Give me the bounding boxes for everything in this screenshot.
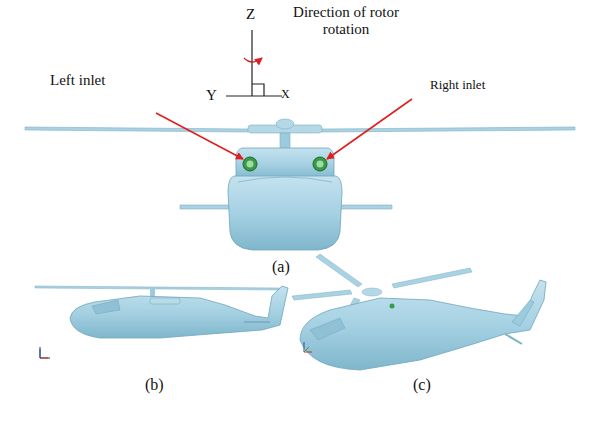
- axis-label: Z: [246, 6, 255, 23]
- subfigure-label: (a): [272, 258, 290, 276]
- annotation-text: Direction of rotor rotation: [288, 4, 404, 39]
- inlet-label: Right inlet: [430, 78, 485, 93]
- side-view: [35, 286, 288, 358]
- axis-label: X: [281, 88, 290, 102]
- perspective-view: [292, 254, 546, 370]
- axis-label: Y: [206, 87, 217, 104]
- subfigure-label: (b): [145, 376, 164, 394]
- front-view: [25, 99, 575, 250]
- inlet-label: Left inlet: [50, 72, 105, 89]
- subfigure-label: (c): [413, 376, 431, 394]
- axis-system: [226, 30, 282, 96]
